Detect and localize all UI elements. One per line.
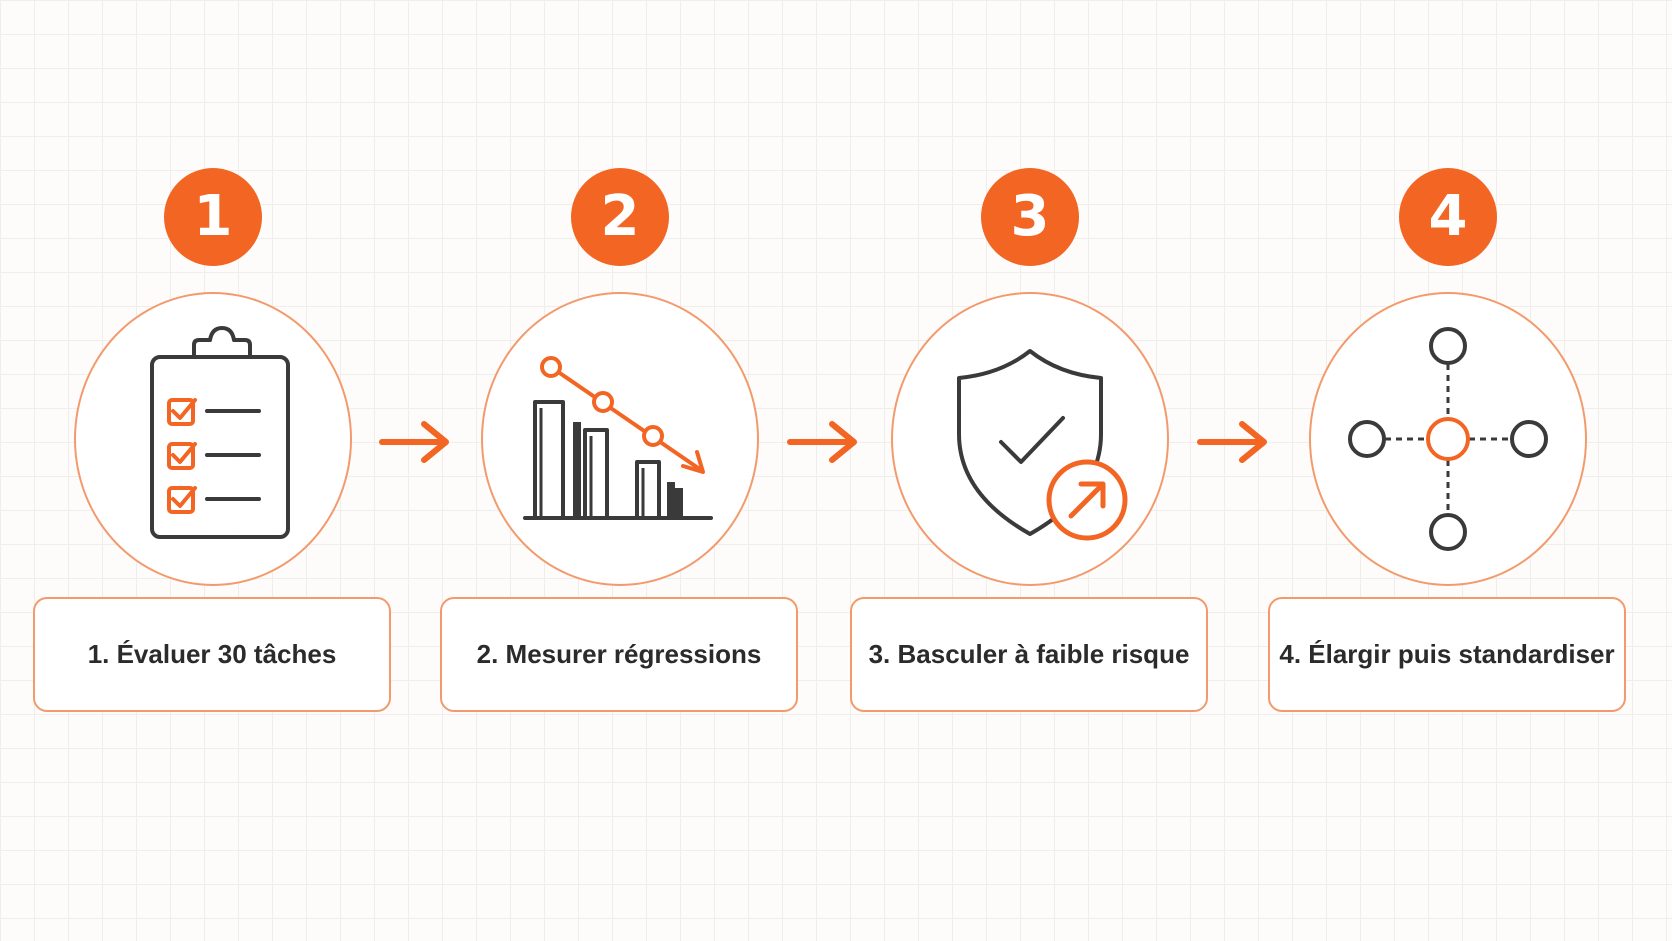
step-number-badge: 1 bbox=[164, 168, 262, 266]
step-label-box: 4. Élargir puis standardiser bbox=[1268, 597, 1626, 712]
step-label-box: 2. Mesurer régressions bbox=[440, 597, 798, 712]
step-label: 4. Élargir puis standardiser bbox=[1279, 639, 1615, 669]
step-2: 2 2 bbox=[440, 0, 800, 941]
icon-circle bbox=[481, 292, 759, 586]
arrow-right-icon bbox=[1197, 421, 1267, 463]
arrow-right-icon bbox=[379, 421, 449, 463]
network-hub-icon bbox=[1348, 327, 1548, 551]
step-label: 1. Évaluer 30 tâches bbox=[87, 639, 337, 669]
step-label-box: 1. Évaluer 30 tâches bbox=[33, 597, 391, 712]
step-3: 3 3. Basculer à faible risque bbox=[850, 0, 1210, 941]
arrow-right-icon bbox=[787, 421, 857, 463]
step-number-badge: 3 bbox=[981, 168, 1079, 266]
step-label: 2. Mesurer régressions bbox=[476, 639, 762, 669]
step-number-badge: 2 bbox=[571, 168, 669, 266]
step-label-box: 3. Basculer à faible risque bbox=[850, 597, 1208, 712]
declining-bar-chart-icon bbox=[523, 356, 713, 520]
step-label: 3. Basculer à faible risque bbox=[868, 639, 1190, 669]
icon-circle bbox=[1309, 292, 1587, 586]
step-1: 1 1. Évaluer 30 tâches bbox=[33, 0, 393, 941]
clipboard-checklist-icon bbox=[150, 326, 290, 539]
step-number-badge: 4 bbox=[1399, 168, 1497, 266]
icon-circle bbox=[74, 292, 352, 586]
step-4: 4 4. Élargir puis standardiser bbox=[1268, 0, 1628, 941]
shield-check-icon bbox=[957, 349, 1128, 541]
icon-circle bbox=[891, 292, 1169, 586]
